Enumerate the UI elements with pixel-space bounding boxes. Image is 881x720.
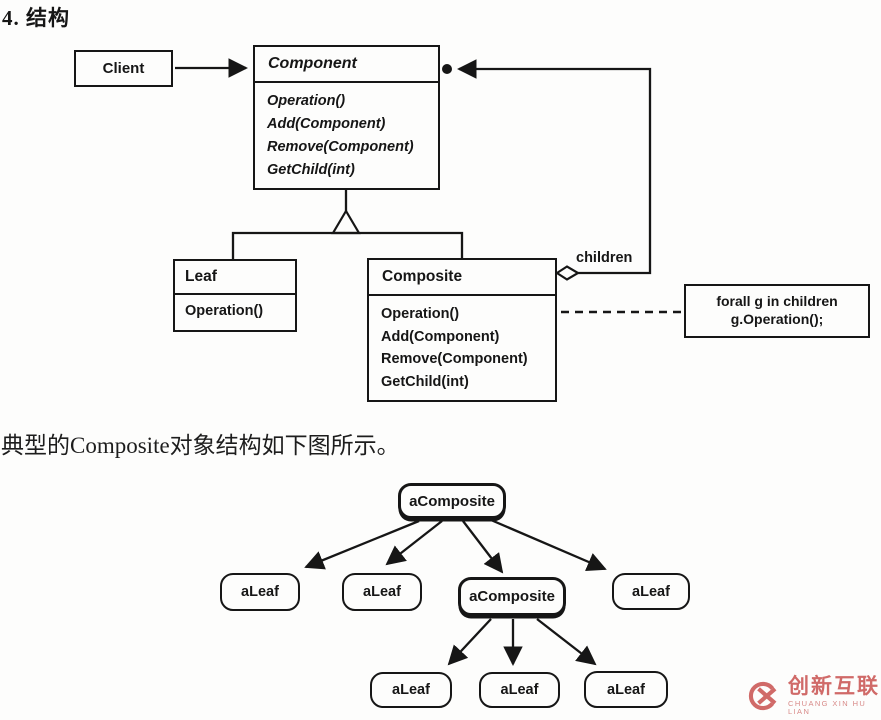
leaf-class-box: Leaf Operation() [173, 259, 297, 332]
composite-method: Remove(Component) [381, 351, 528, 367]
component-methods: Operation() Add(Component) Remove(Compon… [255, 83, 438, 182]
inner-to-aleaf4-arrow [447, 618, 492, 666]
root-to-aleaf2-arrow [385, 520, 443, 566]
object-node-root-acomposite: aComposite [398, 483, 506, 519]
children-role-label: children [576, 250, 633, 266]
client-class-box: Client [74, 50, 173, 87]
client-class-title: Client [102, 60, 145, 77]
component-class-title: Component [255, 47, 438, 83]
note-line: forall g in children [716, 293, 838, 309]
inheritance-triangle [331, 208, 361, 235]
object-node-inner-acomposite: aComposite [458, 577, 566, 616]
leaf-class-title: Leaf [175, 261, 295, 295]
object-node-aleaf: aLeaf [342, 573, 422, 611]
component-method: Operation() [267, 93, 346, 109]
watermark-brand-text: 创新互联 [788, 675, 880, 698]
composite-method: Add(Component) [381, 328, 500, 345]
composite-method: GetChild(int) [381, 373, 469, 390]
component-method: GetChild(int) [267, 162, 355, 178]
object-node-aleaf: aLeaf [612, 573, 690, 610]
composite-class-title: Composite [369, 260, 555, 296]
composite-class-box: Composite Operation() Add(Component) Rem… [367, 258, 557, 402]
body-caption-text: 典型的Composite对象结构如下图所示。 [1, 433, 400, 458]
pseudocode-note-box: forall g in children g.Operation(); [684, 284, 870, 338]
root-to-aleaf1-arrow [304, 519, 420, 570]
brand-cx-icon [748, 681, 777, 710]
inheritance-branch-line [231, 231, 464, 260]
object-node-aleaf: aLeaf [584, 671, 668, 708]
note-line: g.Operation(); [730, 311, 824, 327]
leaf-methods: Operation() [175, 295, 295, 323]
object-node-aleaf: aLeaf [370, 672, 452, 708]
object-node-aleaf: aLeaf [479, 672, 560, 708]
root-to-acomposite-arrow [462, 520, 504, 574]
watermark-logo: 创新互联 CHUANG XIN HU LIAN [746, 676, 881, 715]
component-method: Add(Component) [267, 116, 386, 132]
component-anchor-dot [442, 64, 452, 74]
component-method: Remove(Component) [267, 139, 414, 155]
aggregation-diamond [554, 265, 581, 281]
watermark-sub-text: CHUANG XIN HU LIAN [788, 699, 867, 716]
object-node-aleaf: aLeaf [220, 573, 300, 611]
root-to-aleaf3-arrow [483, 515, 607, 572]
children-aggregation-line [457, 59, 652, 275]
section-heading: 4. 结构 [2, 6, 70, 30]
composite-methods: Operation() Add(Component) Remove(Compon… [369, 296, 555, 393]
inner-to-aleaf6-arrow [536, 618, 597, 666]
composite-method: Operation() [381, 306, 460, 322]
component-class-box: Component Operation() Add(Component) Rem… [253, 45, 440, 190]
leaf-method: Operation() [185, 303, 264, 319]
